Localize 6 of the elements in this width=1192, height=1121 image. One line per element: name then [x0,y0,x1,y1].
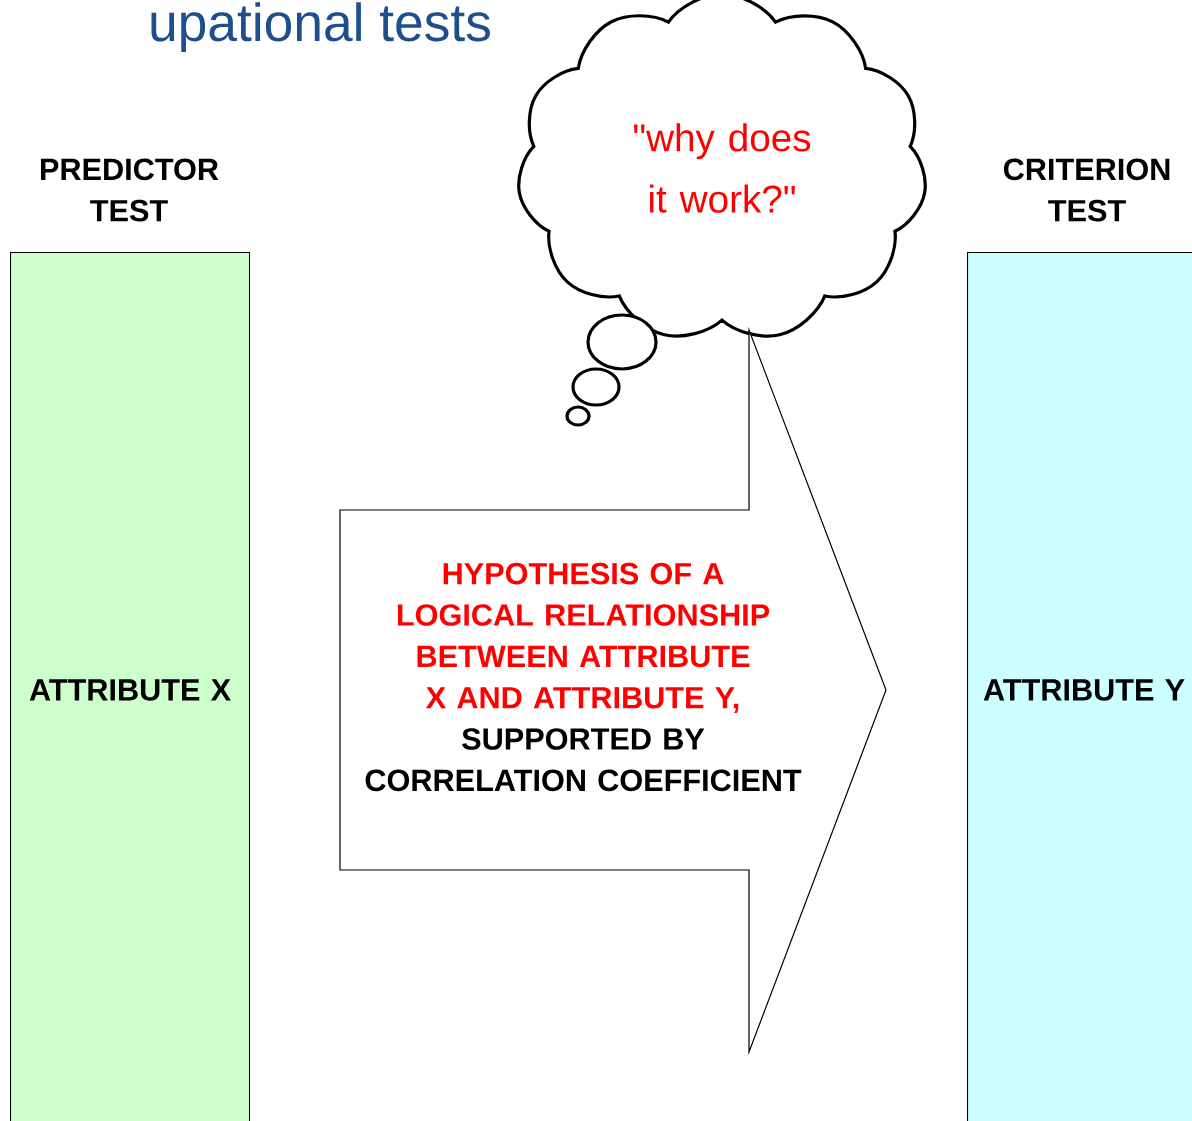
thought-cloud: "why does it work?" [517,0,927,427]
title: upational tests [151,2,490,52]
attribute-column: ATTRIBUTE X [10,252,251,1121]
column-heading: PREDICTOR TEST [41,158,219,222]
column-heading: CRITERION TEST [1003,158,1170,222]
attribute-column: ATTRIBUTE Y [967,252,1192,1121]
